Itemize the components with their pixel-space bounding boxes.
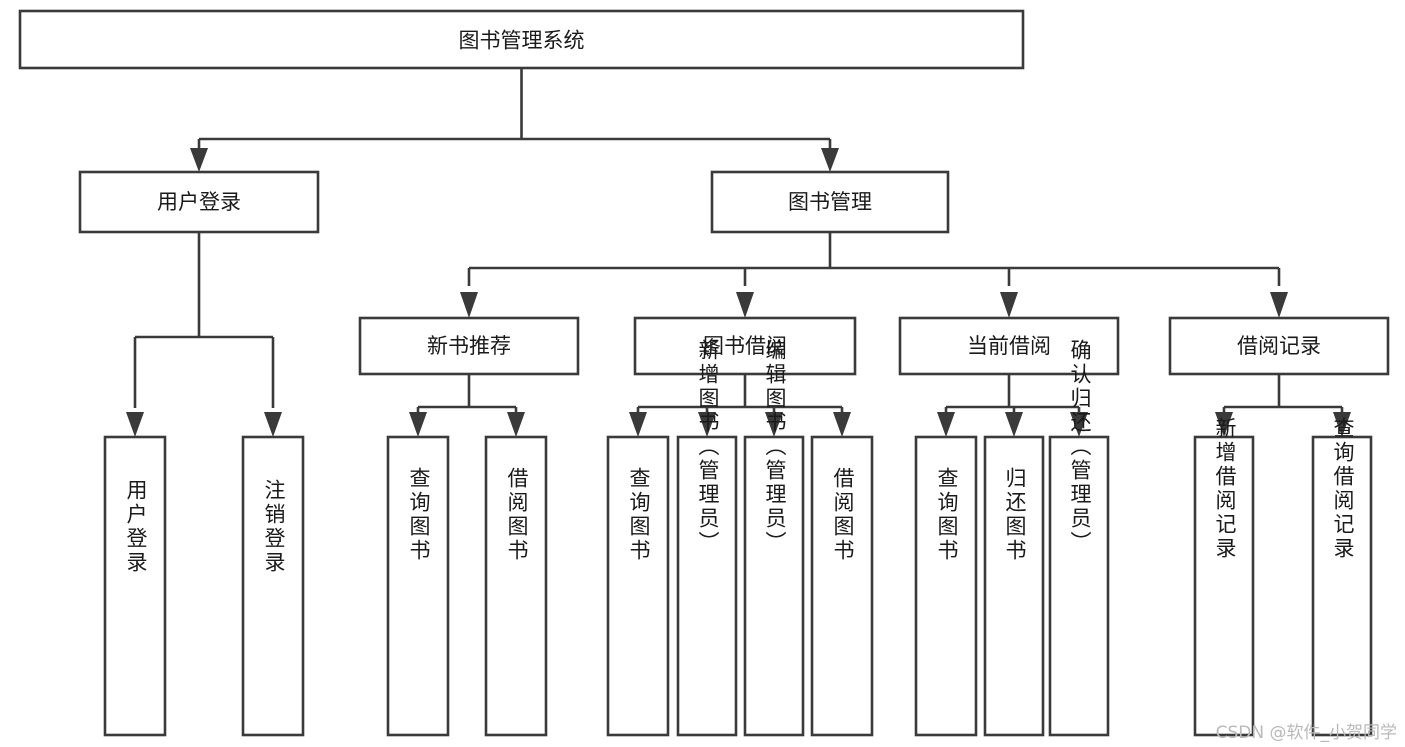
arrow-to-leaf-query-book-1 [409,412,427,437]
book-borrow-label: 图书借阅 [703,334,787,358]
leaf-borrow-book-1[interactable]: 借阅图书 [484,435,548,737]
arrow-to-borrow-record [1270,292,1288,318]
leaf-user-login-box[interactable] [103,435,167,737]
leaf-query-record-box[interactable] [1311,435,1373,737]
arrow-to-leaf-user-login [126,412,144,437]
arrow-to-leaf-borrow-book-2 [833,412,851,437]
leaf-query-record[interactable]: 查询借阅记录 [1311,417,1373,737]
edge-borrowrecord-trunk [1222,374,1344,414]
book-management-box[interactable] [710,170,950,234]
leaf-add-record-label: 新增借阅记录 [1213,417,1237,561]
leaf-edit-book-box[interactable] [743,435,805,737]
leaf-query-book-1[interactable]: 查询图书 [386,435,450,737]
edge-newbook-trunk [416,374,518,414]
root-box[interactable] [18,9,1025,70]
leaf-query-book-3[interactable]: 查询图书 [914,435,978,737]
arrow-to-book-borrow [736,292,754,318]
root-label: 图书管理系统 [459,29,585,53]
leaf-query-book-1-label: 查询图书 [407,467,431,563]
leaf-user-logout[interactable]: 注销登录 [241,435,305,737]
leaf-query-book-1-box[interactable] [386,435,450,737]
borrow-record-box[interactable] [1168,316,1390,376]
arrow-root-to-book-management [821,148,839,172]
leaf-query-book-3-box[interactable] [914,435,978,737]
leaf-query-book-2-label: 查询图书 [627,467,651,563]
leaf-add-book-label: 新增图书（管理员） [696,339,720,555]
leaf-user-logout-label: 注销登录 [262,479,286,575]
node-book-borrow[interactable]: 图书借阅 [633,316,857,376]
arrow-to-leaf-user-logout [264,412,282,437]
leaf-return-book-box[interactable] [983,435,1045,737]
node-new-book-recommend[interactable]: 新书推荐 [358,316,580,376]
node-book-management[interactable]: 图书管理 [710,170,950,234]
edge-bookmgmt-trunk [467,232,1281,286]
leaf-borrow-book-1-box[interactable] [484,435,548,737]
leaf-confirm-return-box[interactable] [1048,435,1110,737]
arrow-to-leaf-borrow-book-1 [507,412,525,437]
new-book-recommend-box[interactable] [358,316,580,376]
node-root[interactable]: 图书管理系统 [18,9,1025,70]
connector-group [126,68,1351,437]
edge-userlogin-trunk [133,232,275,408]
leaf-add-book[interactable]: 新增图书（管理员） [676,339,738,737]
leaf-user-logout-box[interactable] [241,435,305,737]
arrow-to-leaf-query-record [1333,412,1351,437]
leaf-user-login[interactable]: 用户登录 [103,435,167,737]
leaf-edit-book-label: 编辑图书（管理员） [763,339,787,555]
arrow-to-new-book-recommend [460,292,478,318]
leaf-add-record[interactable]: 新增借阅记录 [1193,417,1255,737]
arrow-root-to-user-login [190,148,208,172]
leaf-borrow-book-2-box[interactable] [810,435,874,737]
user-login-box[interactable] [78,170,320,234]
edge-root-trunk [197,68,832,152]
current-borrow-box[interactable] [898,316,1120,376]
leaf-edit-book[interactable]: 编辑图书（管理员） [743,339,805,737]
leaf-query-book-2[interactable]: 查询图书 [606,435,670,737]
node-current-borrow[interactable]: 当前借阅 [898,316,1120,376]
leaf-return-book[interactable]: 归还图书 [983,435,1045,737]
book-management-label: 图书管理 [788,190,872,214]
arrow-to-leaf-query-book-2 [629,412,647,437]
leaf-query-record-label: 查询借阅记录 [1331,417,1355,561]
leaf-return-book-label: 归还图书 [1003,467,1027,563]
leaf-add-book-box[interactable] [676,435,738,737]
arrow-to-leaf-add-record [1215,412,1233,437]
node-user-login[interactable]: 用户登录 [78,170,320,234]
leaf-borrow-book-2[interactable]: 借阅图书 [810,435,874,737]
leaf-confirm-return-label: 确认归还（管理员） [1068,339,1092,555]
leaf-confirm-return[interactable]: 确认归还（管理员） [1048,339,1110,737]
arrow-to-leaf-add-book [698,412,716,437]
csdn-watermark: CSDN @软件_小贺同学 [1215,723,1397,743]
node-borrow-record[interactable]: 借阅记录 [1168,316,1390,376]
arrow-to-leaf-query-book-3 [937,412,955,437]
arrow-to-current-borrow [1000,292,1018,318]
leaf-user-login-label: 用户登录 [124,479,148,575]
leaf-query-book-2-box[interactable] [606,435,670,737]
edge-currentborrow-trunk [944,374,1081,414]
leaf-borrow-book-2-label: 借阅图书 [831,467,855,563]
current-borrow-label: 当前借阅 [967,334,1051,358]
arrow-to-leaf-return-book [1005,412,1023,437]
new-book-recommend-label: 新书推荐 [427,334,511,358]
leaf-add-record-box[interactable] [1193,435,1255,737]
edge-bookborrow-trunk [636,374,844,414]
leaf-query-book-3-label: 查询图书 [935,467,959,563]
leaf-borrow-book-1-label: 借阅图书 [505,467,529,563]
borrow-record-label: 借阅记录 [1237,334,1321,358]
arrow-to-leaf-confirm-return [1070,412,1088,437]
book-borrow-box[interactable] [633,316,857,376]
user-login-label: 用户登录 [157,190,241,214]
arrow-to-leaf-edit-book [765,412,783,437]
